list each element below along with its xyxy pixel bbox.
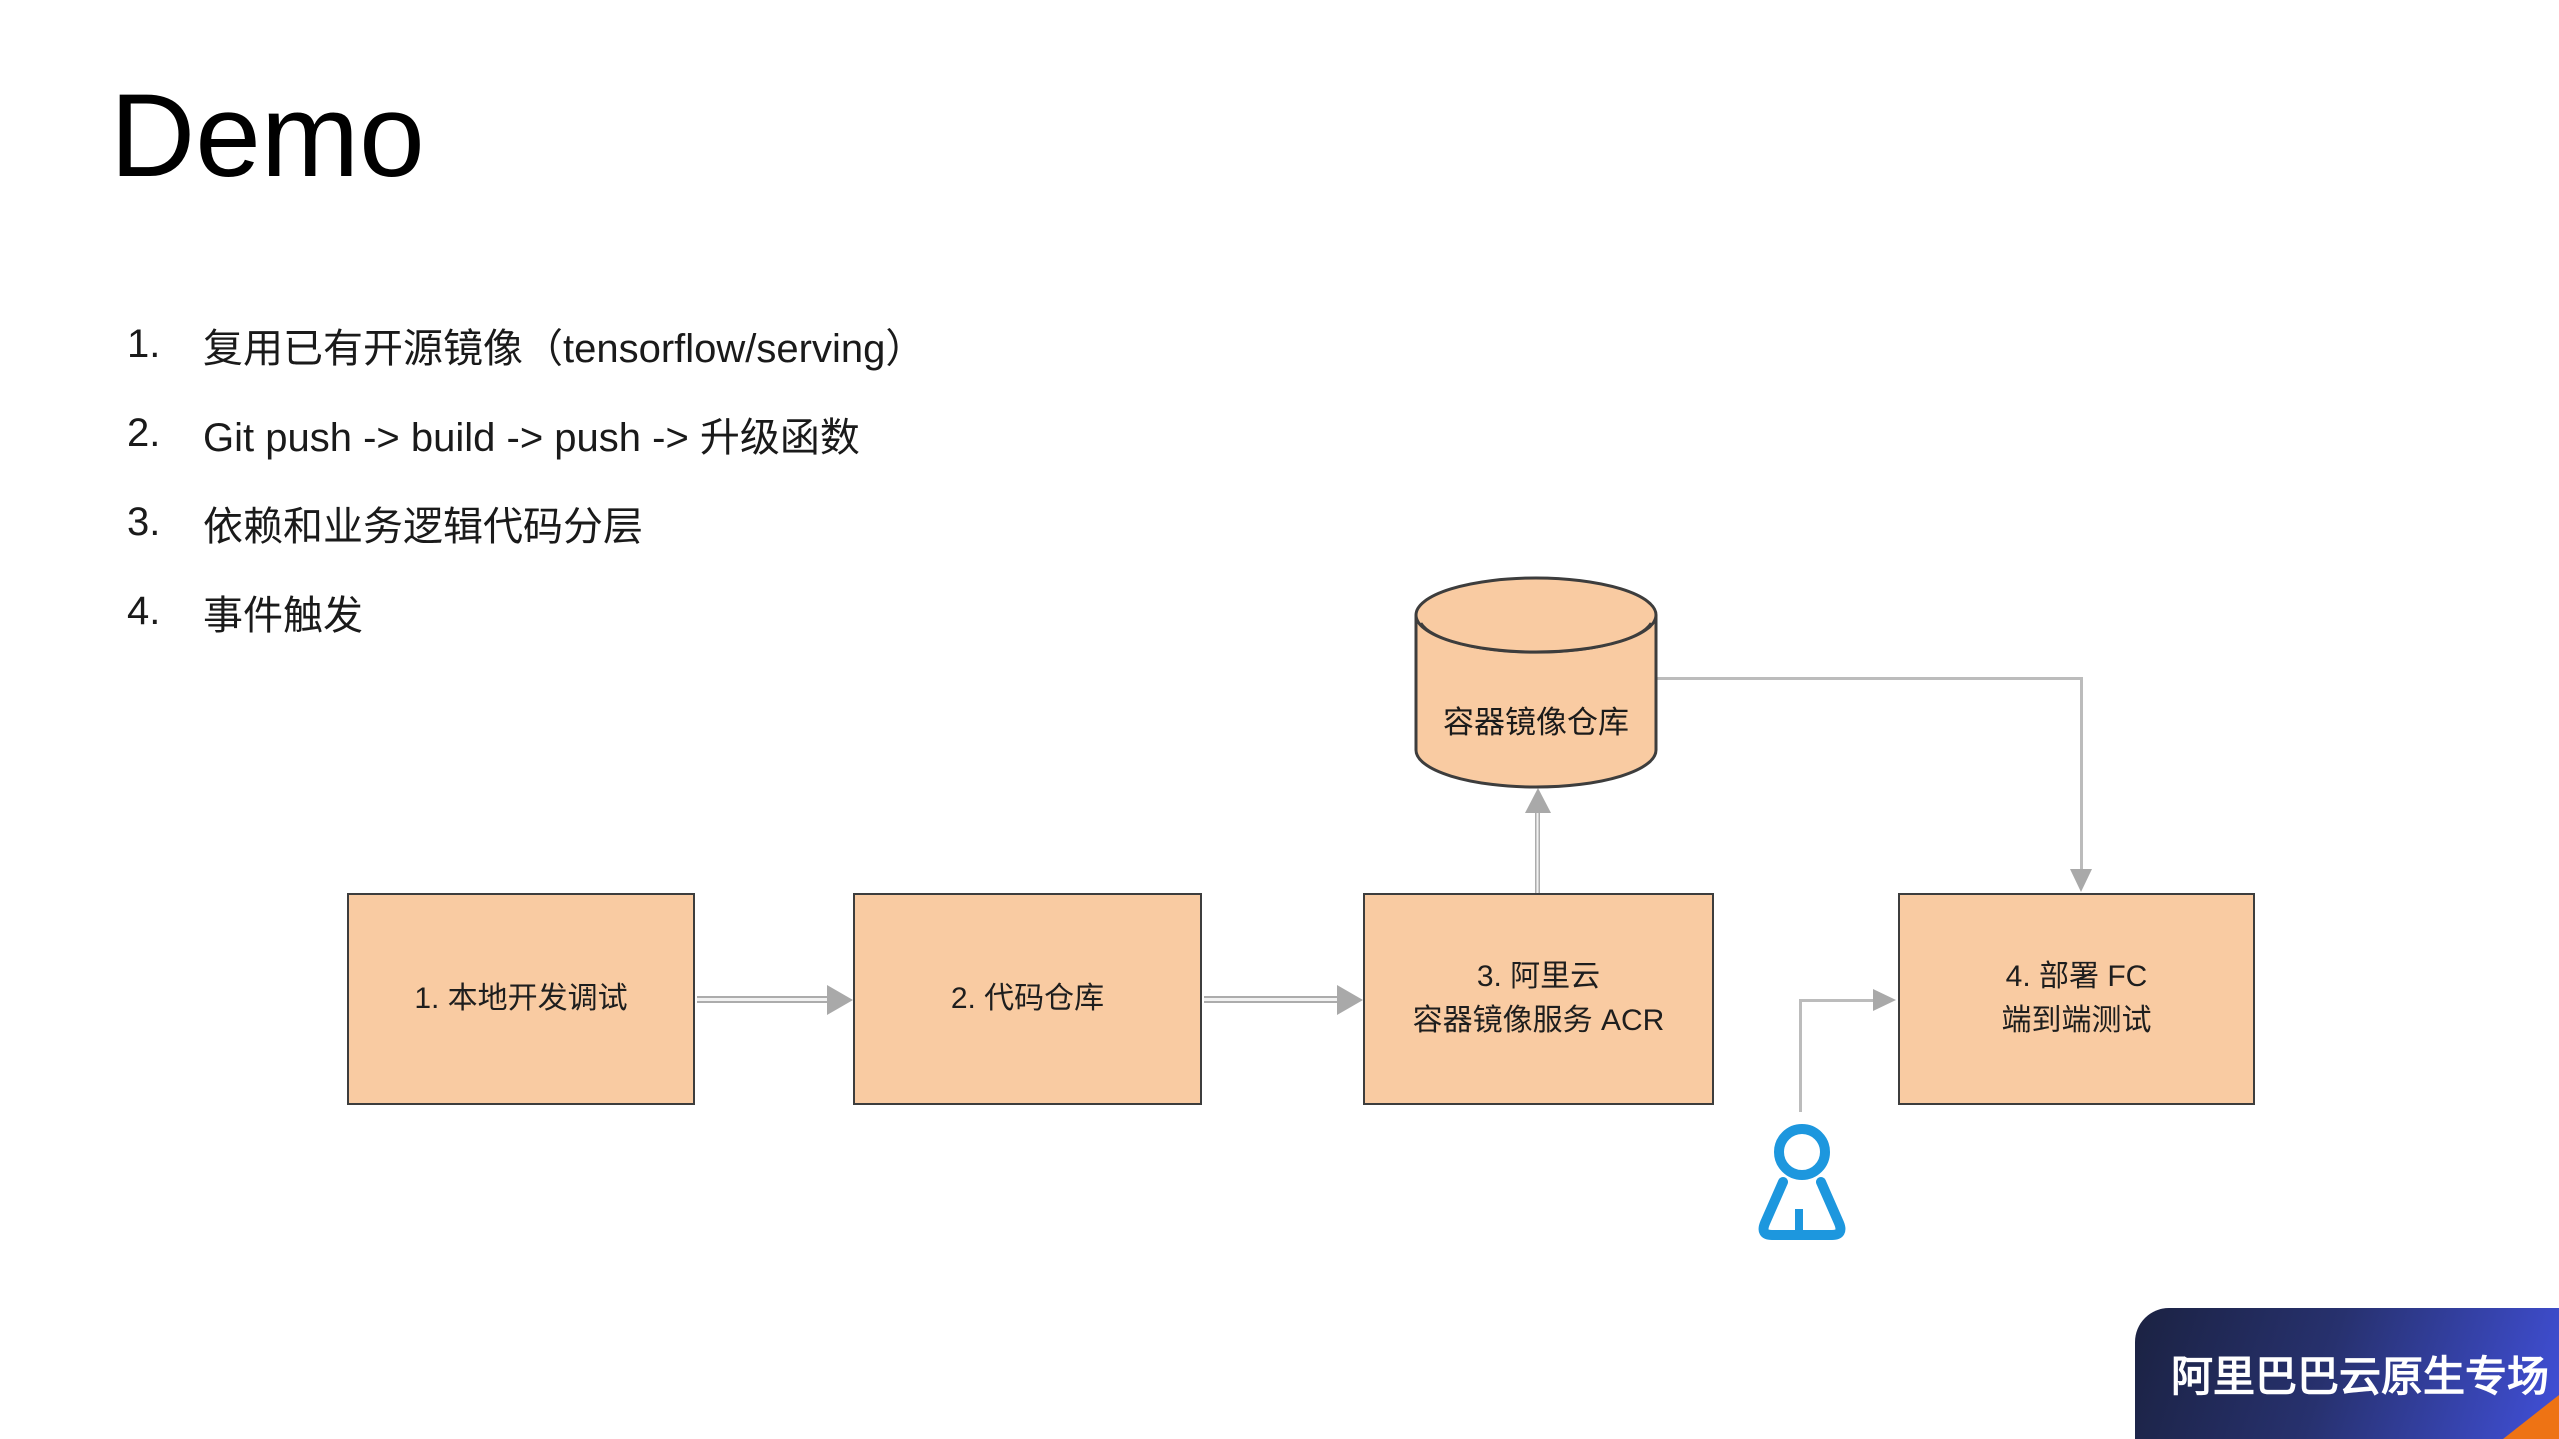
bullet-item-1: 1. 复用已有开源镜像（tensorflow/serving）: [127, 300, 925, 389]
bullet-number: 3.: [127, 500, 161, 544]
bullet-text: 复用已有开源镜像（tensorflow/serving）: [203, 326, 926, 371]
bullet-number: 4.: [127, 589, 161, 633]
bullet-text: 依赖和业务逻辑代码分层: [203, 504, 643, 549]
node-code-repo: 2. 代码仓库: [853, 893, 1202, 1105]
node-acr: 3. 阿里云 容器镜像服务 ACR: [1363, 893, 1714, 1105]
node-label-line1: 3. 阿里云: [1476, 960, 1601, 993]
node-local-dev: 1. 本地开发调试: [347, 893, 695, 1105]
connector-registry-to-deployfc-vertical: [2080, 677, 2083, 871]
connector-registry-to-deployfc-head: [2070, 869, 2092, 892]
bullet-item-2: 2. Git push -> build -> push -> 升级函数: [127, 389, 925, 478]
footer-banner: 阿里巴巴云原生专场: [2135, 1308, 2559, 1439]
node-label-line2: 容器镜像服务 ACR: [1412, 1004, 1665, 1037]
connector-registry-to-deployfc-horizontal: [1657, 677, 2083, 680]
registry-label: 容器镜像仓库: [1443, 705, 1629, 740]
node-label: 1. 本地开发调试: [414, 982, 628, 1015]
node-label: 2. 代码仓库: [950, 982, 1105, 1015]
node-label-line2: 端到端测试: [2001, 1004, 2152, 1037]
bullet-number: 2.: [127, 411, 161, 455]
arrow-acr-to-registry-head: [1525, 788, 1551, 813]
node-deploy-fc: 4. 部署 FC 端到端测试: [1898, 893, 2255, 1105]
connector-user-to-deployfc-vertical: [1799, 999, 1802, 1112]
bullet-number: 1.: [127, 322, 161, 366]
slide-title: Demo: [110, 70, 425, 202]
bullet-text: Git push -> build -> push -> 升级函数: [203, 415, 860, 460]
registry-cylinder: [1414, 576, 1658, 789]
bullet-text: 事件触发: [203, 593, 363, 638]
bullet-item-4: 4. 事件触发: [127, 567, 925, 656]
arrow-acr-to-registry-shaft: [1535, 812, 1540, 893]
connector-user-to-deployfc-head: [1873, 989, 1896, 1011]
arrow-localdev-to-coderepo-shaft: [697, 996, 829, 1003]
bullet-item-3: 3. 依赖和业务逻辑代码分层: [127, 478, 925, 567]
arrow-coderepo-to-acr-head: [1337, 985, 1363, 1015]
connector-user-to-deployfc-horizontal: [1799, 999, 1875, 1002]
user-icon: [1758, 1124, 1846, 1240]
arrow-coderepo-to-acr-shaft: [1204, 996, 1339, 1003]
node-label-line1: 4. 部署 FC: [2005, 960, 2148, 993]
footer-banner-text: 阿里巴巴云原生专场: [2171, 1353, 2550, 1400]
arrow-localdev-to-coderepo-head: [827, 985, 853, 1015]
bullet-list: 1. 复用已有开源镜像（tensorflow/serving） 2. Git p…: [127, 300, 925, 656]
